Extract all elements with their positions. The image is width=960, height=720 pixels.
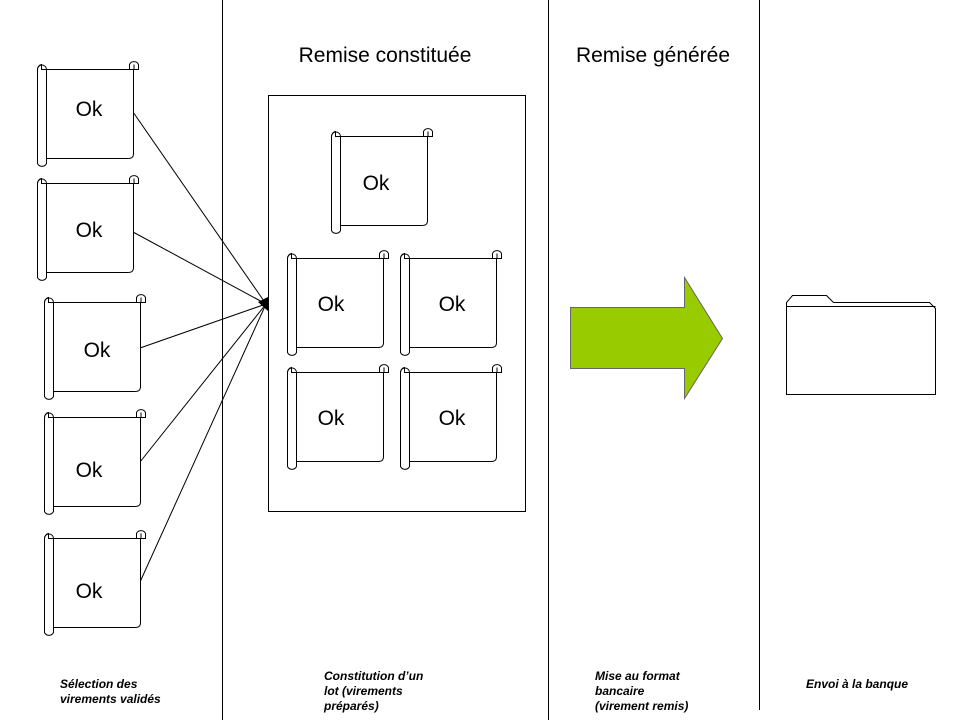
scroll-label: Ok [76,219,103,242]
scroll-doc-1: Ok [36,61,139,167]
scroll-icon [286,364,389,470]
scroll-icon [399,250,502,356]
caption-line: Constitution d’un [324,669,423,683]
scroll-doc-2: Ok [36,175,139,281]
scroll-doc-3: Ok [43,294,146,400]
scroll-icon [36,175,139,281]
connector-arrowhead [258,297,268,311]
connector-line [139,303,267,583]
scroll-label: Ok [439,407,466,430]
caption-line: préparés) [323,699,379,713]
scroll-icon [43,409,146,515]
scroll-label: Ok [76,98,103,121]
header-remise-generee: Remise générée [576,44,730,67]
caption-line: Mise au format [595,669,681,683]
header-remise-constituee: Remise constituée [299,44,472,67]
caption-line: bancaire [595,684,645,698]
caption-line: Envoi à la banque [806,677,908,691]
batch-scroll-2: Ok [286,250,389,356]
scroll-icon [399,364,502,470]
caption-constitution: Constitution d’un lot (virements préparé… [323,669,427,713]
caption-mise-au-format: Mise au format bancaire (virement remis) [595,669,688,713]
column-dividers [222,0,760,720]
folder-icon [786,295,936,395]
scroll-label: Ok [84,339,111,362]
caption-envoi: Envoi à la banque [806,677,908,691]
scroll-doc-5: Ok [43,530,146,636]
batch-scroll-5: Ok [399,364,502,470]
right-arrow-icon [570,275,724,401]
caption-selection: Sélection des virements validés [60,677,161,706]
scroll-icon [43,294,146,400]
scroll-label: Ok [318,407,345,430]
batch-box [268,95,526,512]
scroll-icon [330,128,433,234]
caption-line: virements validés [60,692,161,706]
scroll-label: Ok [76,459,103,482]
connector-line [132,231,267,305]
scroll-icon [36,61,139,167]
caption-line: Sélection des [60,677,138,691]
scroll-label: Ok [363,172,390,195]
scroll-doc-4: Ok [43,409,146,515]
connector-lines [132,111,267,583]
scroll-label: Ok [439,293,466,316]
scroll-label: Ok [76,580,103,603]
connector-line [139,303,267,463]
scroll-label: Ok [318,293,345,316]
scroll-icon [286,250,389,356]
caption-line: lot (virements [324,684,403,698]
batch-scroll-4: Ok [286,364,389,470]
connector-line [132,111,267,305]
connector-line [139,303,267,349]
batch-scroll-1: Ok [330,128,433,234]
scroll-icon [43,530,146,636]
caption-line: (virement remis) [595,699,688,713]
batch-scroll-3: Ok [399,250,502,356]
